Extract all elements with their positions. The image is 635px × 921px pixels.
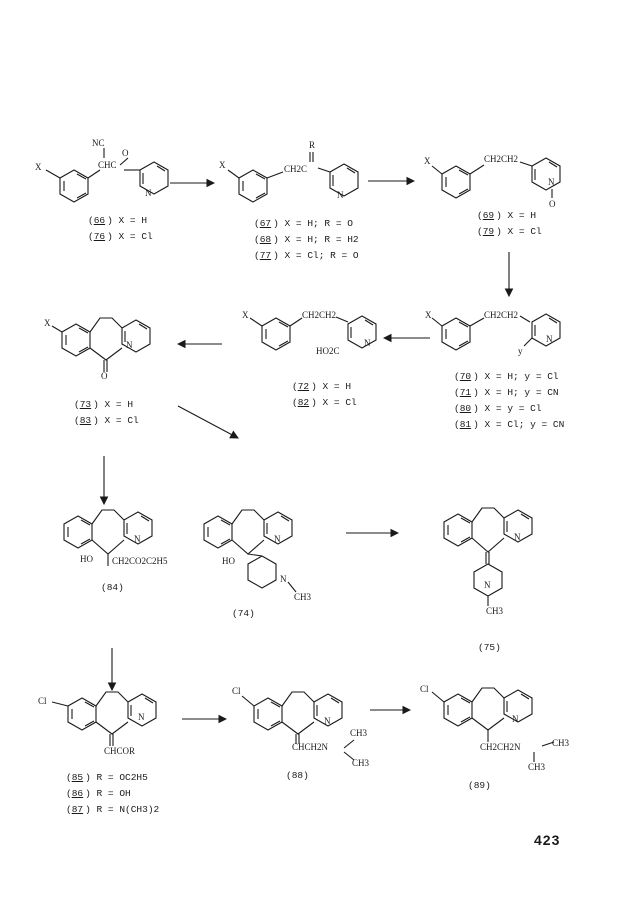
label-67: (67) X = H; R = O	[254, 218, 353, 229]
structure-74	[203, 509, 297, 593]
atom-x-69: X	[424, 156, 431, 166]
atom-x-72: X	[242, 310, 249, 320]
label-86: (86) R = OH	[66, 788, 131, 799]
label-84: (84)	[101, 582, 124, 593]
atom-o-66: O	[122, 148, 129, 158]
label-82: (82) X = Cl	[292, 397, 357, 408]
atom-r-67: R	[309, 140, 316, 150]
label-74: (74)	[232, 608, 255, 619]
atom-chc: CHC	[98, 160, 117, 170]
atom-n-66: N	[145, 188, 152, 198]
label-76: (76) X = Cl	[88, 231, 153, 242]
structure-73	[51, 317, 151, 372]
atom-n-85: N	[138, 712, 145, 722]
atom-ho2c-72: HO2C	[316, 346, 340, 356]
atom-chcor: CHCOR	[104, 746, 136, 756]
atom-ch2c: CH2C	[284, 164, 308, 174]
arrow-73-to-74	[177, 405, 239, 439]
label-73: (73) X = H	[74, 399, 134, 410]
atom-ho-74: HO	[222, 556, 235, 566]
atom-x-66: X	[35, 162, 42, 172]
structure-88	[241, 691, 355, 761]
structure-75	[443, 507, 533, 606]
atom-x-70: X	[425, 310, 432, 320]
atom-ch2ch2-70: CH2CH2	[484, 310, 519, 320]
atom-cl-88: Cl	[232, 686, 241, 696]
structure-66	[45, 148, 169, 203]
atom-n-75-pip: N	[484, 580, 491, 590]
atom-ch3-88-a: CH3	[350, 728, 368, 738]
atom-n-73: N	[126, 340, 133, 350]
label-75: (75)	[478, 642, 501, 653]
atom-o-73: O	[101, 371, 108, 381]
structure-69	[431, 157, 561, 199]
label-79: (79) X = Cl	[477, 226, 542, 237]
atom-n-89: N	[512, 714, 519, 724]
label-72: (72) X = H	[292, 381, 352, 392]
atom-ch3-75: CH3	[486, 606, 504, 616]
atom-o-69: O	[549, 199, 556, 209]
atom-ch3-89-a: CH3	[552, 738, 570, 748]
atom-n-69: N	[548, 177, 555, 187]
atom-y-70: y	[518, 346, 523, 356]
label-66: (66) X = H	[88, 215, 148, 226]
page-number: 423	[534, 832, 561, 848]
atom-ch3-88-b: CH3	[352, 758, 370, 768]
atom-x-67: X	[219, 160, 226, 170]
label-70: (70) X = H; y = Cl	[454, 371, 559, 382]
atom-n-74-pip: N	[280, 574, 287, 584]
atom-n-74: N	[274, 534, 281, 544]
atom-ch3-74: CH3	[294, 592, 312, 602]
atom-cl-85: Cl	[38, 696, 47, 706]
label-69: (69) X = H	[477, 210, 537, 221]
atom-nc: NC	[92, 138, 105, 148]
atom-cl-89: Cl	[420, 684, 429, 694]
atom-n-70: N	[546, 334, 553, 344]
atom-n-88: N	[324, 716, 331, 726]
label-83: (83) X = Cl	[74, 415, 139, 426]
atom-ho-84: HO	[80, 554, 93, 564]
structure-70	[431, 313, 561, 351]
atom-n-67: N	[337, 190, 344, 200]
label-89: (89)	[468, 780, 491, 791]
atom-ch2ch2-72: CH2CH2	[302, 310, 337, 320]
structure-72	[249, 315, 377, 351]
atom-ch2co2c2h5: CH2CO2C2H5	[112, 556, 168, 566]
structure-67	[227, 152, 359, 203]
label-85: (85) R = OC2H5	[66, 772, 148, 783]
label-80: (80) X = y = Cl	[454, 403, 542, 414]
label-71: (71) X = H; y = CN	[454, 387, 559, 398]
label-87: (87) R = N(CH3)2	[66, 804, 160, 815]
structure-84	[63, 509, 153, 566]
atom-ch2ch2-69: CH2CH2	[484, 154, 519, 164]
atom-chch2n: CHCH2N	[292, 742, 329, 752]
atom-n-72: N	[364, 338, 371, 348]
structure-89	[431, 687, 555, 762]
label-81: (81) X = Cl; y = CN	[454, 419, 565, 430]
structure-85	[51, 691, 157, 746]
atom-x-73: X	[44, 318, 51, 328]
label-77: (77) X = Cl; R = O	[254, 250, 359, 261]
atom-n-75: N	[514, 532, 521, 542]
label-88: (88)	[286, 770, 309, 781]
label-68: (68) X = H; R = H2	[254, 234, 359, 245]
atom-n-84: N	[134, 534, 141, 544]
atom-ch3-89-b: CH3	[528, 762, 546, 772]
atom-ch2ch2n: CH2CH2N	[480, 742, 521, 752]
